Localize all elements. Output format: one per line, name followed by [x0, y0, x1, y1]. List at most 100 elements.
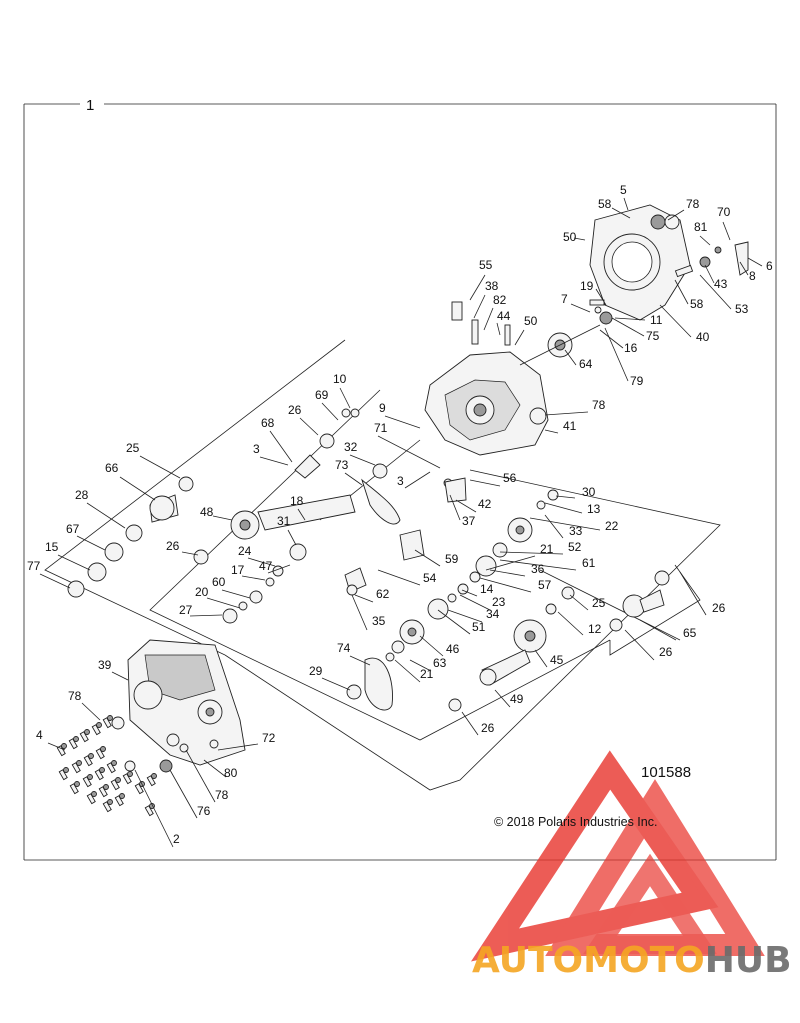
bolt: [106, 760, 117, 774]
leader-line: [611, 207, 631, 219]
leader-line: [489, 569, 526, 577]
callout-61: 61: [582, 556, 596, 570]
callout-82: 82: [493, 293, 507, 307]
callout-18: 18: [290, 494, 304, 508]
callout-80: 80: [224, 766, 238, 780]
leader-line: [287, 529, 297, 546]
callout-38: 38: [485, 279, 499, 293]
callout-50: 50: [524, 314, 538, 328]
leader-line: [473, 294, 486, 319]
bolt: [86, 791, 97, 805]
leader-line: [414, 549, 441, 567]
callout-3: 3: [253, 442, 260, 456]
leader-line: [394, 659, 421, 683]
leader-line: [349, 454, 376, 466]
bolt: [79, 729, 90, 743]
callout-47: 47: [259, 559, 273, 573]
leader-line: [534, 649, 548, 668]
callout-32: 32: [344, 440, 358, 454]
callout-64: 64: [579, 357, 593, 371]
leader-line: [704, 264, 715, 284]
callout-34: 34: [486, 607, 500, 621]
callout-67: 67: [66, 522, 80, 536]
callout-13: 13: [587, 502, 601, 516]
callout-12: 12: [588, 622, 602, 636]
leader-line: [321, 402, 339, 421]
leader-line: [485, 555, 536, 571]
leader-line: [573, 237, 586, 241]
callout-79: 79: [630, 374, 644, 388]
callout-22: 22: [605, 519, 619, 533]
leader-line: [354, 594, 374, 603]
leader-line: [447, 609, 483, 623]
leader-line: [679, 571, 707, 616]
callout-44: 44: [497, 309, 511, 323]
callout-25: 25: [126, 441, 140, 455]
leader-line: [499, 559, 577, 571]
leader-line: [299, 417, 319, 436]
leader-line: [212, 515, 233, 521]
callout-58: 58: [598, 197, 612, 211]
leader-line: [377, 435, 441, 469]
leader-line: [203, 759, 227, 778]
leader-line: [134, 769, 174, 848]
callout-37: 37: [462, 514, 476, 528]
leader-line: [483, 307, 494, 331]
callout-26: 26: [288, 403, 302, 417]
leader-line: [297, 508, 306, 521]
bolt: [83, 753, 94, 767]
callout-10: 10: [333, 372, 347, 386]
figure-number: 101588: [641, 764, 691, 781]
copyright-text: © 2018 Polaris Industries Inc.: [494, 815, 657, 829]
callout-56: 56: [503, 471, 517, 485]
bolt: [68, 736, 79, 750]
grouping-outlines: [44, 339, 721, 791]
leader-line: [544, 514, 564, 539]
leader-line: [81, 702, 101, 721]
callout-81: 81: [694, 220, 708, 234]
leader-line: [404, 471, 431, 489]
leader-line: [259, 456, 289, 466]
callout-62: 62: [376, 587, 390, 601]
callout-77: 77: [27, 559, 41, 573]
callout-65: 65: [683, 626, 697, 640]
leader-line: [674, 279, 689, 305]
callout-9: 9: [379, 401, 386, 415]
callout-51: 51: [472, 620, 486, 634]
leader-line: [76, 535, 106, 551]
leader-line: [624, 629, 655, 661]
leader-line: [247, 557, 276, 567]
leader-line: [544, 411, 589, 416]
bolt: [56, 743, 67, 757]
callout-52: 52: [568, 540, 582, 554]
leader-line: [267, 564, 291, 574]
callout-76: 76: [197, 804, 211, 818]
callout-53: 53: [735, 302, 749, 316]
leader-line: [419, 635, 444, 657]
callout-71: 71: [374, 421, 388, 435]
callout-41: 41: [563, 419, 577, 433]
callout-25: 25: [592, 596, 606, 610]
callout-30: 30: [582, 485, 596, 499]
callout-24: 24: [238, 544, 252, 558]
leader-line: [699, 274, 732, 310]
callout-73: 73: [335, 458, 349, 472]
leader-line: [269, 430, 293, 463]
bolt: [146, 773, 157, 787]
leader-line: [139, 455, 181, 479]
leader-line: [599, 329, 624, 349]
callout-4: 4: [36, 728, 43, 742]
callout-78: 78: [686, 197, 700, 211]
leader-line: [339, 387, 351, 409]
callout-40: 40: [696, 330, 710, 344]
callout-68: 68: [261, 416, 275, 430]
leader-line: [564, 349, 577, 366]
assembly-number: 1: [86, 97, 94, 114]
leader-line: [469, 479, 501, 487]
leader-line: [461, 711, 479, 736]
leader-line: [449, 494, 461, 521]
callout-43: 43: [714, 277, 728, 291]
leader-line: [437, 609, 471, 635]
